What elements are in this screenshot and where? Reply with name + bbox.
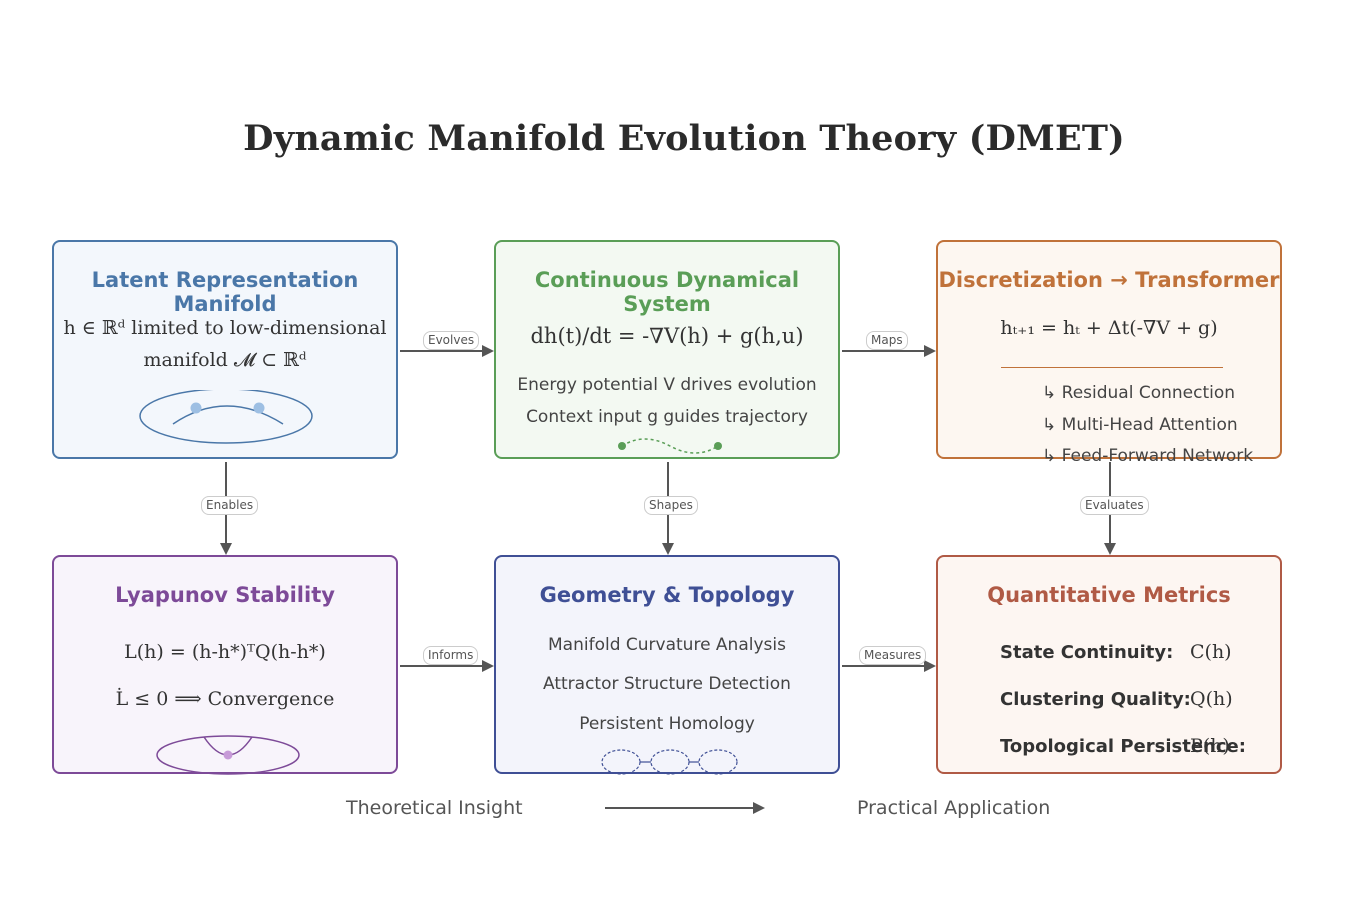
dynamical-line-2: Context input g guides trajectory bbox=[526, 407, 808, 427]
geometry-item: Attractor Structure Detection bbox=[543, 674, 791, 694]
edge-label-measures: Measures bbox=[859, 646, 927, 665]
footer-right-label: Practical Application bbox=[857, 797, 1051, 819]
transformer-component-item: ↳ Feed-Forward Network bbox=[1042, 446, 1254, 466]
homology-illustration bbox=[601, 749, 738, 775]
potential-well-illustration bbox=[156, 735, 300, 775]
discretization-title: Discretization → Transformer bbox=[938, 268, 1280, 292]
latent-line-1: h ∈ ℝᵈ limited to low-dimensional bbox=[63, 317, 387, 339]
latent-manifold-title: Latent Representation Manifold bbox=[91, 268, 359, 316]
geometry-topology-box: Geometry & Topology Manifold Curvature A… bbox=[494, 555, 840, 775]
geometry-item: Manifold Curvature Analysis bbox=[548, 635, 786, 655]
geometry-item: Persistent Homology bbox=[579, 714, 755, 734]
trajectory-illustration bbox=[618, 438, 722, 454]
metric-value: C(h) bbox=[1190, 641, 1232, 663]
lyapunov-line-1: L(h) = (h-h*)ᵀQ(h-h*) bbox=[124, 641, 326, 663]
edge-label-shapes: Shapes bbox=[644, 496, 698, 515]
lyapunov-box: Lyapunov Stability L(h) = (h-h*)ᵀQ(h-h*)… bbox=[52, 555, 398, 775]
quantitative-metrics-box: Quantitative Metrics State Continuity: C… bbox=[936, 555, 1282, 774]
edge-label-evolves: Evolves bbox=[423, 331, 480, 350]
edge-label-enables: Enables bbox=[201, 496, 259, 515]
dynamical-system-title: Continuous Dynamical System bbox=[534, 268, 800, 316]
discretization-equation: hₜ₊₁ = hₜ + Δt(-∇V + g) bbox=[1000, 317, 1218, 339]
metric-value: P(h) bbox=[1190, 735, 1230, 757]
discretization-box: Discretization → Transformer hₜ₊₁ = hₜ +… bbox=[936, 240, 1282, 466]
quantitative-metrics-title: Quantitative Metrics bbox=[987, 583, 1231, 607]
metric-label: Topological Persistence: bbox=[1000, 736, 1246, 757]
lyapunov-line-2: L̇ ≤ 0 ⟹ Convergence bbox=[115, 688, 335, 710]
dynamical-system-box: Continuous Dynamical System dh(t)/dt = -… bbox=[494, 240, 840, 459]
dynamical-equation: dh(t)/dt = -∇V(h) + g(h,u) bbox=[530, 324, 804, 348]
diagram-title: Dynamic Manifold Evolution Theory (DMET) bbox=[243, 118, 1125, 159]
discretization-divider bbox=[1001, 367, 1223, 368]
geometry-topology-title: Geometry & Topology bbox=[539, 583, 795, 607]
metric-label: State Continuity: bbox=[1000, 642, 1174, 663]
transformer-component-item: ↳ Residual Connection bbox=[1042, 383, 1236, 403]
latent-line-2: manifold 𝓜 ⊂ ℝᵈ bbox=[143, 349, 307, 371]
edge-label-evaluates: Evaluates bbox=[1080, 496, 1149, 515]
metric-value: Q(h) bbox=[1190, 688, 1233, 710]
edge-label-maps: Maps bbox=[866, 331, 908, 350]
transformer-component-item: ↳ Multi-Head Attention bbox=[1042, 415, 1238, 435]
metric-label: Clustering Quality: bbox=[1000, 689, 1191, 710]
footer-left-label: Theoretical Insight bbox=[346, 797, 523, 819]
latent-manifold-box: Latent Representation Manifold h ∈ ℝᵈ li… bbox=[52, 240, 398, 459]
manifold-illustration bbox=[139, 390, 313, 444]
dynamical-line-1: Energy potential V drives evolution bbox=[517, 375, 817, 395]
edge-label-informs: Informs bbox=[423, 646, 479, 665]
lyapunov-title: Lyapunov Stability bbox=[115, 583, 335, 607]
